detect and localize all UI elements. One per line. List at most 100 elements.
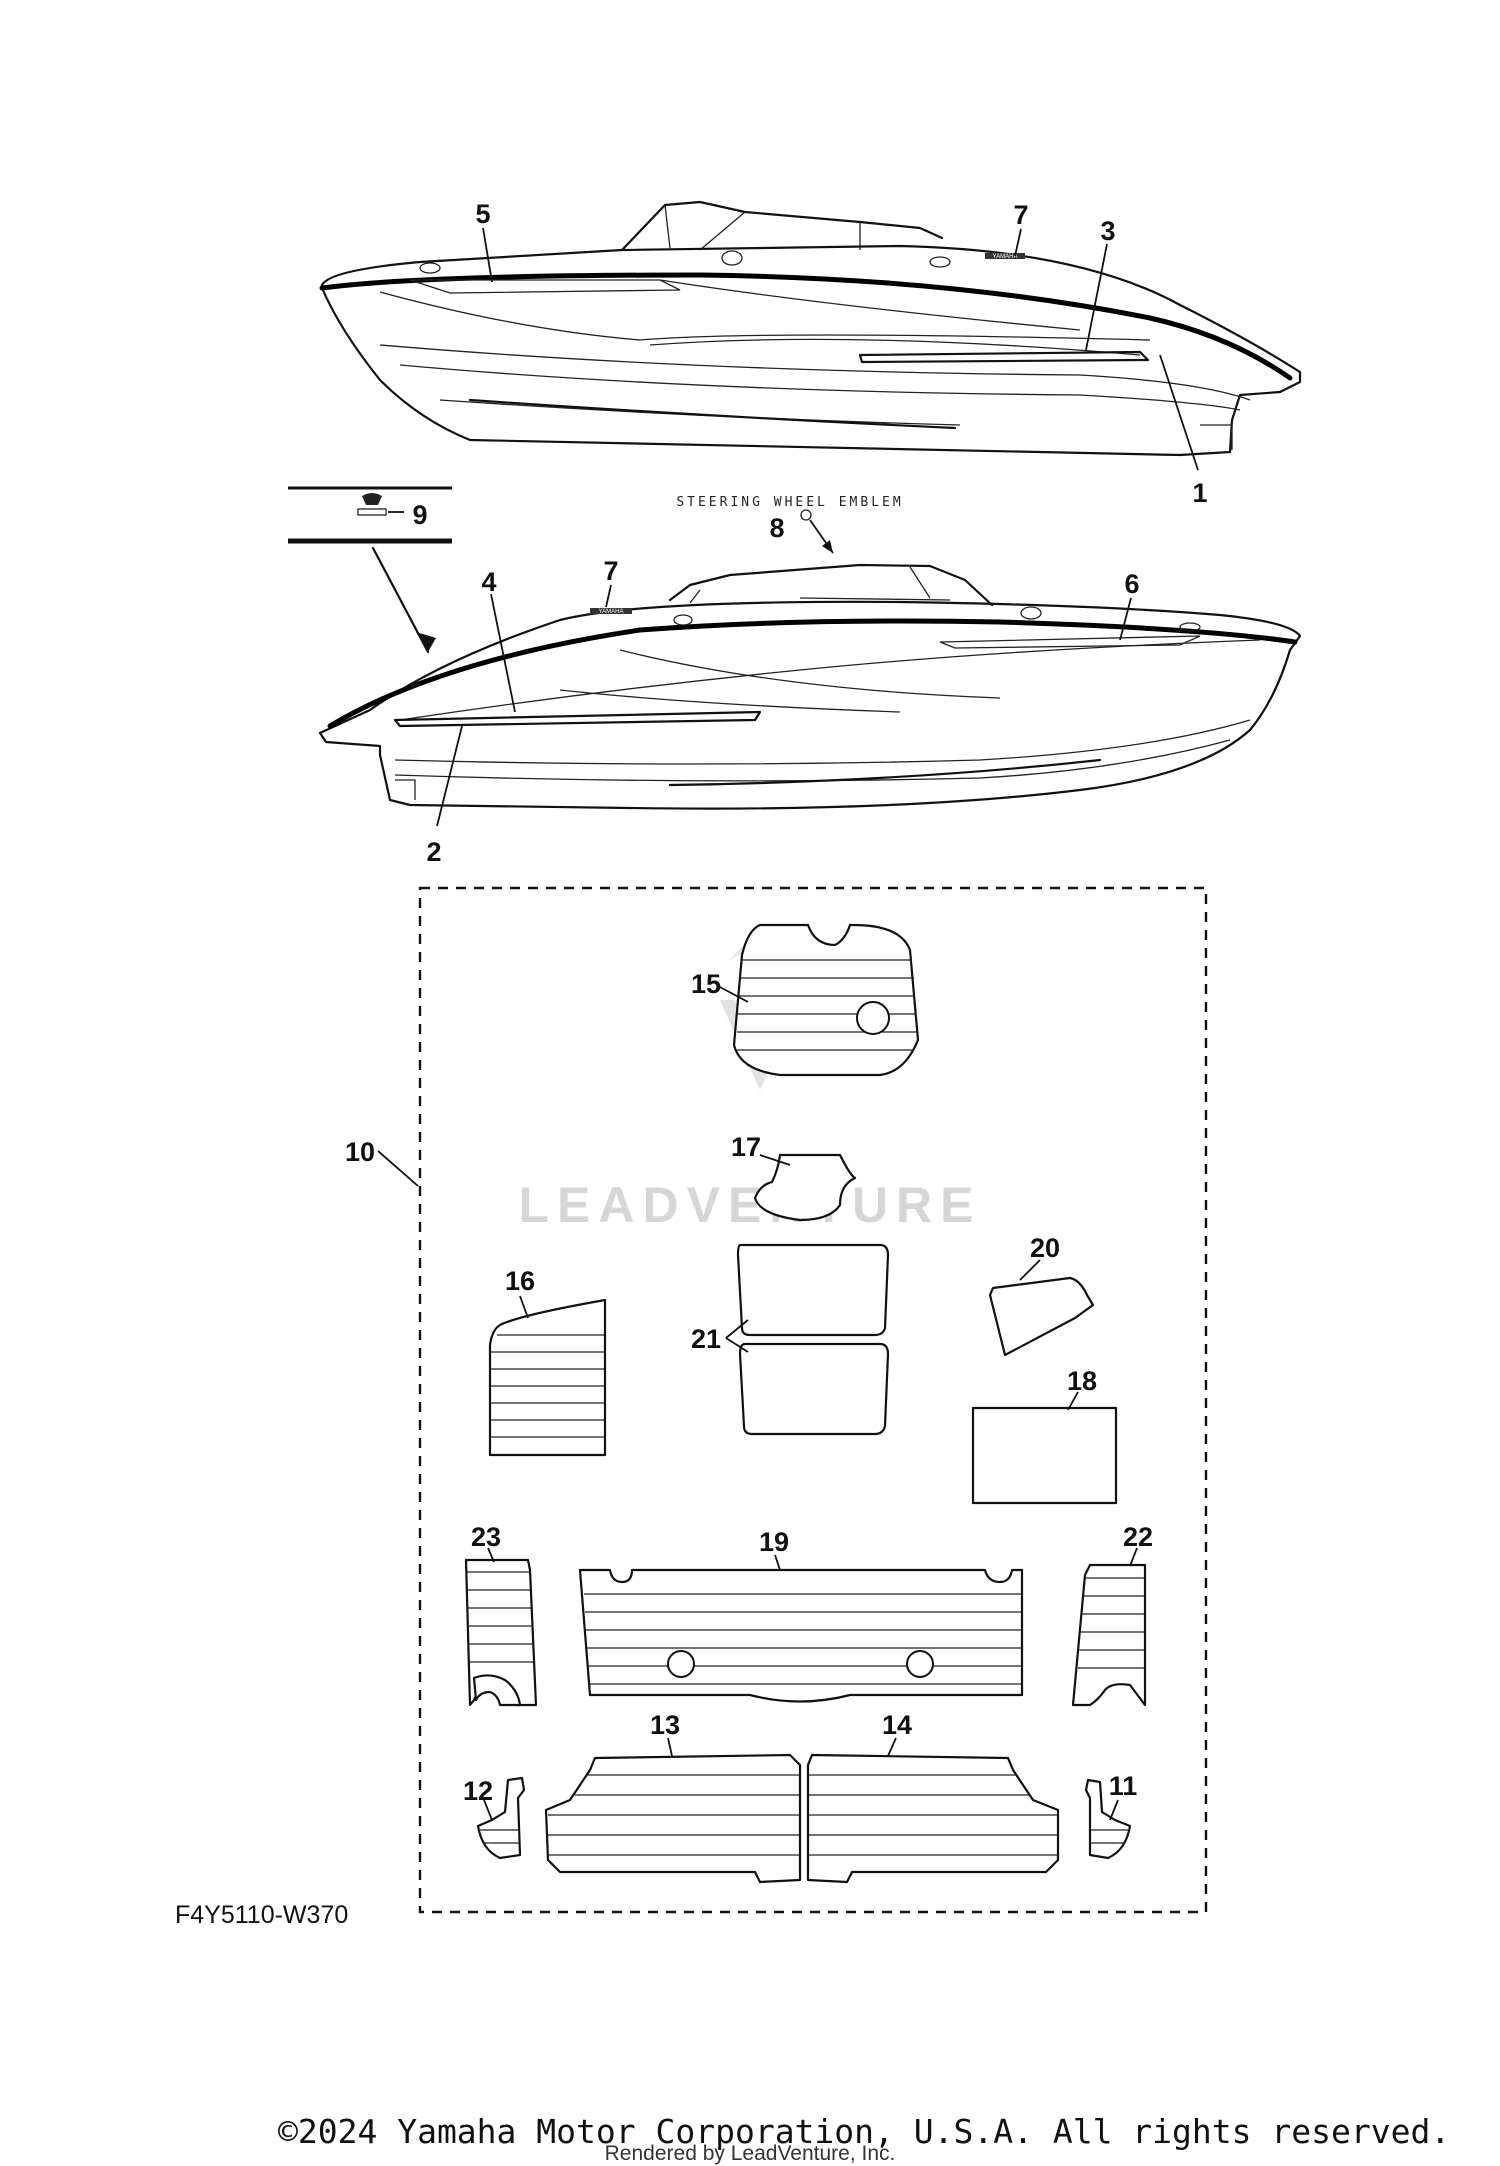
copyright-notice: ©2024 Yamaha Motor Corporation, U.S.A. A…: [278, 2112, 1450, 2151]
hull-strake-starboard-1: [394, 719, 1251, 765]
callout-22: 22: [1123, 1522, 1153, 1552]
callout-7-bottom: 7: [603, 556, 618, 586]
mat-15-cutout: [856, 1001, 890, 1035]
mat-16-outline: [488, 1298, 607, 1457]
boat-port-side: YAMAHA: [319, 200, 1302, 457]
leader-4: [490, 593, 516, 713]
callout-4: 4: [481, 567, 496, 597]
callout-20: 20: [1030, 1233, 1060, 1263]
decal-4-stripe: [393, 710, 762, 728]
leader-6: [1119, 597, 1132, 641]
mat-16: [488, 1298, 607, 1457]
leader-21a: [725, 1319, 749, 1339]
leader-15: [717, 985, 749, 1003]
mat-19-cutout-right: [906, 1650, 934, 1678]
hull-stripe: [468, 398, 957, 430]
mat-13: [544, 1753, 802, 1884]
decal-3-stripe: [858, 350, 1150, 364]
leader-20: [1019, 1259, 1041, 1281]
leader-13: [667, 1737, 673, 1757]
mat-18: [971, 1406, 1118, 1505]
callout-21: 21: [691, 1324, 721, 1354]
cleat-icon: [419, 262, 441, 274]
leader-3: [1085, 243, 1108, 351]
callout-15: 15: [691, 969, 721, 999]
mat-22-outline: [1071, 1563, 1147, 1707]
mat-12: [476, 1776, 526, 1860]
emblem-inset: 9: [288, 486, 452, 544]
gunwale-stripe: [319, 272, 1293, 381]
callout-8: 8: [769, 513, 784, 543]
callout-23: 23: [471, 1522, 501, 1552]
windshield-post-starboard: [689, 589, 701, 604]
hull-outline-starboard: [318, 648, 1292, 810]
callout-7-top: 7: [1013, 200, 1028, 230]
callout-5: 5: [475, 199, 490, 229]
windshield-post: [664, 204, 671, 249]
yamaha-logo-text-port: YAMAHA: [993, 254, 1018, 260]
yamaha-logo-starboard: [590, 608, 632, 614]
graphic-sweep-1: [379, 291, 1151, 341]
leader-12: [483, 1799, 493, 1821]
cupholder-icon: [721, 250, 743, 266]
steering-wheel-emblem-label: STEERING WHEEL EMBLEM: [676, 495, 903, 510]
leader-10: [377, 1150, 419, 1187]
callout-6: 6: [1124, 569, 1139, 599]
windshield-pane-starboard: [909, 566, 931, 599]
leader-22: [1129, 1547, 1138, 1567]
mat-20: [988, 1276, 1095, 1357]
vent-icon-starboard: [1179, 622, 1201, 632]
mat-21-lower: [738, 1342, 890, 1436]
callout-11: 11: [1109, 1771, 1138, 1801]
graphic-sweep-2: [659, 279, 1081, 331]
mat-14: [806, 1753, 1060, 1884]
leader-7b: [605, 584, 612, 608]
callout-14: 14: [882, 1710, 912, 1740]
graphic-sweep-starboard-3: [619, 649, 1001, 699]
leader-23: [487, 1547, 495, 1563]
inset-arrowhead-icon: [416, 632, 436, 652]
deck-outline: [320, 244, 1302, 394]
leader-7a: [1014, 228, 1022, 257]
watermark-text: LEADVENTURE: [518, 1177, 981, 1233]
transom-step-starboard: [395, 779, 416, 800]
mat-22: [1071, 1563, 1147, 1707]
callout-19: 19: [759, 1527, 789, 1557]
hull-outline: [320, 286, 1282, 457]
mat-23: [464, 1558, 538, 1707]
mat-19-cutout-left: [667, 1650, 695, 1678]
deck-outline-starboard: [318, 600, 1302, 735]
callout-3: 3: [1100, 216, 1115, 246]
callout-16: 16: [505, 1266, 535, 1296]
dash-line: [799, 597, 951, 601]
mat-15-outline: [732, 923, 920, 1077]
vent-icon: [929, 256, 951, 268]
leader-5: [482, 227, 493, 283]
emblem-marker-icon: [800, 509, 812, 521]
mat-19-outline: [578, 1568, 1024, 1703]
callout-9: 9: [412, 500, 427, 530]
callout-17: 17: [731, 1132, 761, 1162]
emblem-icon: [362, 493, 382, 505]
cleat-icon-starboard: [673, 614, 693, 626]
decal-5-stripe: [409, 279, 681, 294]
rendered-by-notice: Rendered by LeadVenture, Inc.: [605, 2142, 896, 2165]
leader-8-arrowhead-icon: [822, 540, 833, 553]
mat-12-outline: [476, 1776, 526, 1860]
mat-13-outline: [544, 1753, 802, 1884]
mat-21-upper: [736, 1243, 890, 1337]
callout-10: 10: [345, 1137, 375, 1167]
windshield-frame-starboard: [668, 563, 994, 607]
leader-17: [759, 1154, 791, 1166]
callout-18: 18: [1067, 1366, 1097, 1396]
cupholder-icon-starboard: [1020, 606, 1042, 620]
leader-11: [1109, 1799, 1119, 1821]
leader-21b: [725, 1337, 749, 1353]
leader-16: [519, 1295, 529, 1319]
leader-1: [1159, 354, 1199, 471]
yamaha-logo-port: [985, 253, 1025, 259]
graphic-sweep-starboard-1: [399, 639, 1261, 721]
hull-stripe-starboard: [668, 758, 1102, 787]
